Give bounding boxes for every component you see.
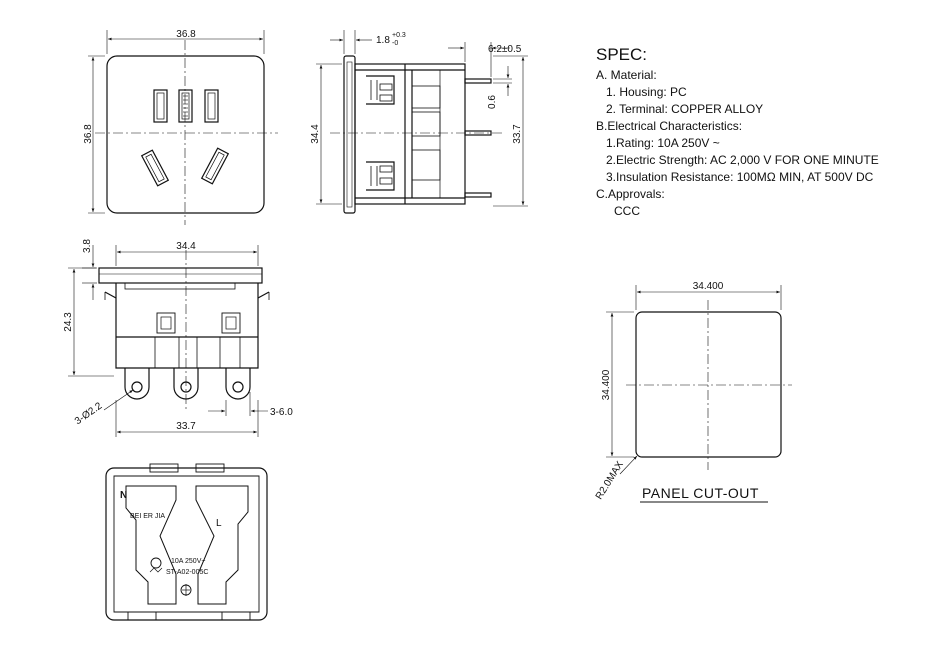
rear-neutral-mark: N [120,490,127,501]
bottom-top-width-dim: 34.4 [176,241,196,252]
slot-angled-right [200,147,230,185]
cutout-height-dim: 34.400 [601,369,612,400]
side-pin-length-dim: 6.2±0.5 [488,44,522,55]
slot-center [178,89,193,123]
rear-model: ST-A02-005C [166,569,208,576]
spec-line: 2. Terminal: COPPER ALLOY [606,102,763,116]
slot-left [153,89,168,123]
live-terminal [195,485,249,605]
bottom-view [68,245,270,437]
spec-line: C.Approvals: [596,187,665,201]
side-view [316,30,528,214]
rear-rating: 10A 250V~ [171,558,205,565]
bottom-bottom-width-dim: 33.7 [176,421,196,432]
cutout-title: PANEL CUT-OUT [642,485,759,501]
side-pin-top [464,78,492,84]
rear-brand: BEI ER JIA [130,513,165,520]
cutout-width-dim: 34.400 [693,281,724,292]
ccc-mark [150,557,162,569]
panel-cutout [606,285,792,503]
side-flange-tol-bottom: -0 [392,40,398,47]
bottom-body [115,283,259,369]
spec-line: 2.Electric Strength: AC 2,000 V FOR ONE … [606,153,879,167]
spec-line: 1. Housing: PC [606,85,687,99]
tab-right [225,368,251,400]
spec-line: 1.Rating: 10A 250V ~ [606,136,720,150]
spec-line: 3.Insulation Resistance: 100MΩ MIN, AT 5… [606,170,874,184]
front-view [88,30,278,225]
front-housing-outline [106,55,265,214]
rear-live-mark: L [216,518,222,529]
rear-view [105,463,268,621]
side-flange-dim: 1.8 [376,35,390,46]
side-flange-tol-top: +0.3 [392,32,406,39]
rear-housing-outline [105,467,268,621]
spec-line: B.Electrical Characteristics: [596,119,742,133]
front-height-dim: 36.8 [83,124,94,144]
bottom-height-dim: 24.3 [63,312,74,332]
side-pin-bottom [464,192,492,198]
bottom-flange [98,267,263,284]
side-pin-thickness-dim: 0.6 [487,95,498,109]
bottom-tab-dim: 3-6.0 [270,407,293,418]
bottom-flange-dim: 3.8 [82,239,93,253]
spec-line: CCC [614,204,640,218]
side-overall-height-dim: 33.7 [512,124,523,144]
neutral-terminal [125,485,177,605]
tab-left [124,368,150,400]
spec-title: SPEC: [596,45,647,64]
slot-right [204,89,219,123]
spec-line: A. Material: [596,68,657,82]
cutout-outline [635,311,782,458]
bottom-holes-dim: 3-Ø2.2 [73,400,105,427]
side-body [354,63,466,205]
side-body-height-dim: 34.4 [310,124,321,144]
front-width-dim: 36.8 [176,29,196,40]
side-flange [343,55,356,214]
slot-angled-left [140,149,170,187]
cutout-radius-dim: R2.0MAX [594,459,626,501]
